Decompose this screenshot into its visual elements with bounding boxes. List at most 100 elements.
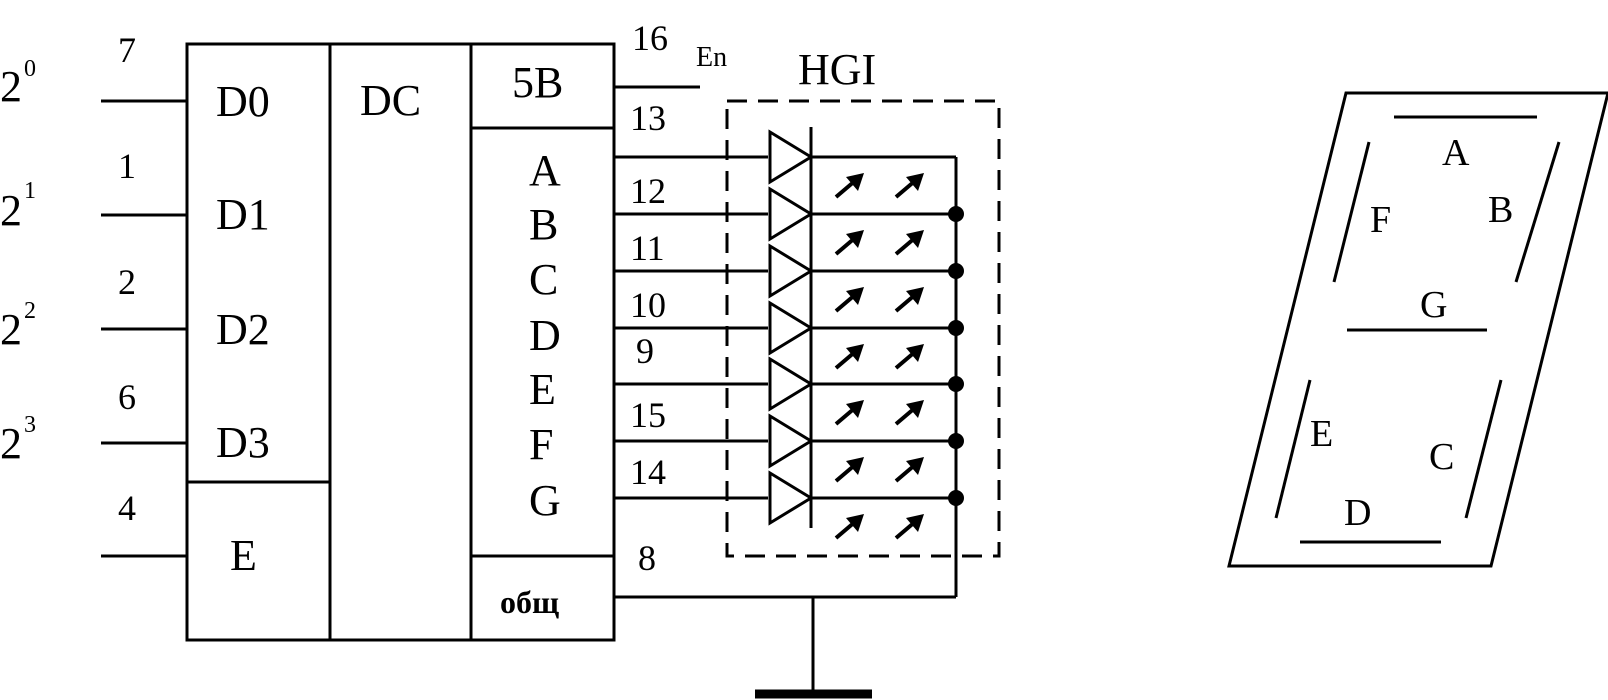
segment-f-label: F (1370, 199, 1391, 241)
light-arrow-head (846, 344, 864, 362)
input-pin-number: 1 (118, 146, 136, 186)
junction-dot (948, 433, 964, 449)
display-outline (1227, 91, 1608, 568)
output-d: D 9 (529, 311, 768, 371)
output-label: A (529, 146, 561, 195)
common-pin-number: 8 (638, 538, 656, 578)
output-pin-number: 15 (630, 395, 666, 435)
input-weight-exp: 2 (24, 298, 36, 324)
output-pin-number: 10 (630, 285, 666, 325)
decoder-chip: DC 5B общ (185, 42, 616, 642)
diode-triangle (768, 470, 814, 526)
diode-triangle (768, 356, 814, 412)
input-enable: 4 E (101, 488, 257, 580)
power-pin-number: 16 (632, 18, 668, 58)
input-label: D3 (216, 418, 270, 467)
output-label: G (529, 476, 561, 525)
light-arrow-head (906, 400, 924, 418)
led-row (768, 354, 964, 426)
led-row (768, 184, 964, 256)
led-row (768, 298, 964, 370)
junction-dot (948, 206, 964, 222)
light-arrow-head (906, 230, 924, 248)
input-weight-base: 2 (0, 186, 22, 235)
segment-a-label: A (1442, 132, 1470, 174)
input-weight-exp: 3 (24, 412, 36, 438)
diode-triangle (768, 186, 814, 242)
led-row (768, 127, 956, 199)
output-pin-number: 12 (630, 171, 666, 211)
input-d2: 2 2 2 D2 (0, 262, 270, 354)
light-arrow-head (846, 173, 864, 191)
input-weight-base: 2 (0, 419, 22, 468)
diode-triangle (768, 413, 814, 469)
enable-pin-number: 4 (118, 488, 136, 528)
seven-segment-display: A B F G E C D (1227, 91, 1608, 568)
indicator-boundary (725, 99, 1001, 558)
segment-c-line (1464, 379, 1503, 519)
diode-triangle (768, 129, 814, 185)
led-row (768, 411, 964, 483)
extra-pin-number: 13 (630, 98, 666, 138)
output-b: B 11 (529, 200, 768, 268)
output-label: D (529, 311, 561, 360)
output-label: C (529, 255, 558, 304)
output-label: B (529, 200, 558, 249)
power-connection: 16 En 13 (614, 18, 727, 138)
output-pin-number: 14 (630, 452, 666, 492)
light-arrow-head (906, 287, 924, 305)
segment-e-label: E (1310, 413, 1333, 455)
input-weight-exp: 0 (24, 56, 36, 82)
led-array (768, 127, 964, 540)
light-arrow-head (906, 457, 924, 475)
light-arrow-head (846, 514, 864, 532)
junction-dot (948, 320, 964, 336)
light-arrow-head (846, 457, 864, 475)
enable-label: E (230, 531, 257, 580)
output-label: E (529, 365, 556, 414)
segment-e-line (1274, 379, 1312, 519)
output-pin-number: 9 (636, 331, 654, 371)
input-pin-number: 6 (118, 377, 136, 417)
input-weight-base: 2 (0, 305, 22, 354)
common-label: общ (500, 584, 559, 620)
light-arrow-head (906, 173, 924, 191)
output-e: E 15 (529, 365, 768, 435)
power-label: 5B (512, 58, 563, 107)
light-arrow-head (846, 230, 864, 248)
input-weight-base: 2 (0, 62, 22, 111)
input-pin-number: 7 (118, 30, 136, 70)
segment-g-label: G (1420, 284, 1447, 326)
diode-triangle (768, 300, 814, 356)
input-label: D1 (216, 190, 270, 239)
junction-dot (948, 263, 964, 279)
junction-dot (948, 490, 964, 506)
input-pin-number: 2 (118, 262, 136, 302)
segment-d-label: D (1344, 492, 1371, 534)
light-arrow-head (906, 344, 924, 362)
input-label: D0 (216, 77, 270, 126)
indicator-hgi: HGI (725, 45, 1001, 558)
light-arrow-head (906, 514, 924, 532)
led-row (768, 468, 964, 540)
input-label: D2 (216, 305, 270, 354)
output-a: A 12 (529, 146, 768, 211)
power-net-label: En (696, 42, 727, 73)
diode-triangle (768, 243, 814, 299)
input-weight-exp: 1 (24, 178, 36, 204)
output-c: C 10 (529, 255, 768, 325)
output-label: F (529, 420, 553, 469)
led-row (768, 241, 964, 313)
junction-dot (948, 376, 964, 392)
indicator-label: HGI (798, 45, 876, 94)
segment-b-line (1514, 141, 1561, 283)
output-g: G (529, 476, 768, 525)
light-arrow-head (846, 287, 864, 305)
input-d1: 2 1 1 D1 (0, 146, 270, 239)
output-f: F 14 (529, 420, 768, 492)
segment-f-line (1332, 141, 1371, 283)
output-pin-number: 11 (630, 228, 665, 268)
chip-outline (185, 42, 616, 642)
segment-c-label: C (1429, 436, 1454, 478)
